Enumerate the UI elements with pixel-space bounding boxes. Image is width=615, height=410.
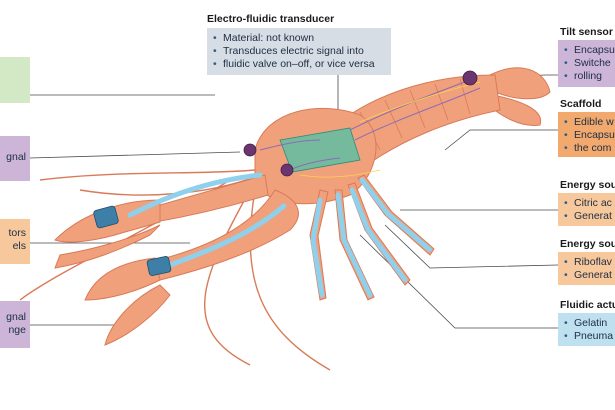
sensor-ball-1 [243,143,257,157]
energy-source-1-box: Citric ac Generat [558,193,615,226]
sensor-ball-2 [280,163,294,177]
transducer-item-1: Material: not known [213,32,385,45]
left-box-actuators: tors els [0,219,30,264]
scaffold-box: Edible w Encapsu the com [558,112,615,157]
scaffold-item-2: Encapsu [564,129,615,142]
antenna-left-upper [39,169,256,181]
actuator-block-upper [93,205,119,229]
scaffold-title: Scaffold [560,98,602,110]
scaffold-item-3: the com [564,142,611,155]
callout-line-scaffold [444,129,558,151]
tilt-sensor-item-3: rolling [564,70,609,83]
fluidic-actuator-item-2: Pneuma [564,330,613,343]
tail-fan-lower [487,94,542,126]
actuator-blocks [93,205,172,276]
transducer-item-3: fluidic valve on–off, or vice versa [213,58,385,71]
tilt-sensor-title: Tilt sensor [560,26,613,38]
sensor-ball-tail [462,70,478,86]
energy-source-2-item-2: Generat [564,269,612,282]
energy-source-2-title: Energy sou [560,238,615,250]
energy-source-2-item-1: Riboflav [564,256,612,269]
transducer-board [279,127,361,173]
antenna-long-2 [204,189,251,366]
energy-source-1-item-2: Generat [564,210,612,223]
tail-fan [487,67,551,126]
tube-leg-4 [359,177,433,253]
tilt-sensors [243,70,478,177]
fluidic-actuator-item-1: Gelatin [564,317,609,330]
transducer-box: Material: not known Transduces electric … [207,28,391,75]
fluidic-actuator-title: Fluidic actu [560,299,615,311]
tube-claw-upper [127,172,263,218]
tube-leg-2 [335,192,373,298]
scaffold-item-1: Edible w [564,116,614,129]
callout-line-2 [29,151,241,159]
tube-claw-lower [167,202,288,268]
tilt-sensor-box: Encapsu Switche rolling [558,40,615,87]
left-box-actuators-line1: tors [8,227,26,239]
callout-line-energy-2 [384,224,559,269]
left-box-signal-change: gnal nge [0,301,30,348]
tube-leg-3 [349,187,408,283]
transducer-title: Electro-fluidic transducer [207,13,335,25]
left-box-signal-change-line1: gnal [6,311,26,323]
tail-fan-upper [489,67,551,100]
energy-source-2-box: Riboflav Generat [558,252,615,285]
transducer-item-2: Transduces electric signal into [213,45,385,58]
leg-3 [347,182,411,286]
left-box-green [0,57,30,103]
energy-source-1-title: Energy sou [560,179,615,191]
claw-upper-pincer-bottom [54,224,161,269]
leg-2 [334,189,375,301]
energy-source-1-item-1: Citric ac [564,197,612,210]
tilt-sensor-item-1: Encapsu [564,44,615,57]
fluidic-actuator-box: Gelatin Pneuma [558,313,615,346]
left-box-signal-text: gnal [6,151,26,163]
left-box-actuators-line2: els [12,240,26,252]
circuit-board [259,79,481,178]
tilt-sensor-item-2: Switche [564,57,611,70]
claw-lower-pincer-bottom [104,284,171,346]
claw-lower-pincer-top [84,257,161,301]
tube-leg-1 [310,197,325,298]
yellow-traces [299,81,481,178]
left-box-signal: gnal [0,136,30,181]
actuator-block-lower [146,256,172,276]
callout-line-actuator [359,234,558,329]
fluidic-tubes [127,172,433,298]
left-box-signal-change-line2: nge [8,324,26,336]
